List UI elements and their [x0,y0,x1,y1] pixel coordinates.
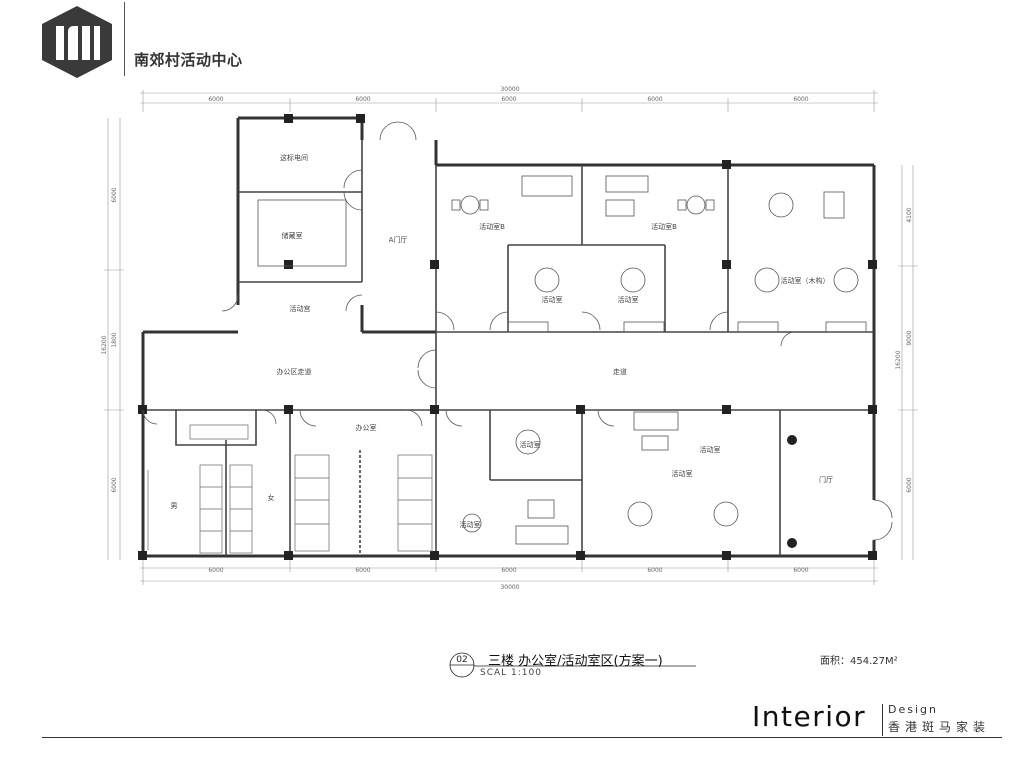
dim-right-total: 16200 [895,350,902,369]
dim-bottom-2: 6000 [355,567,370,574]
plan-scale: SCAL 1:100 [480,668,542,678]
room-label-9: 活动室 [618,295,639,304]
room-label-3: A门厅 [389,235,408,244]
room-label-18: 活动室 [700,445,721,454]
plan-area: 面积：454.27M² [820,656,898,667]
dim-right-mid: 9000 [906,330,913,345]
room-label-19: 门厅 [819,475,833,484]
brand-design-text: Design [888,703,938,716]
dim-bottom-1: 6000 [208,567,223,574]
dim-bottom-3: 6000 [501,567,516,574]
brand-logo [42,6,112,78]
dim-top-4: 6000 [647,96,662,103]
dim-bottom-5: 6000 [793,567,808,574]
room-label-17: 活动室 [672,469,693,478]
room-label-13: 女 [268,493,275,502]
caption-number: 02 [456,655,467,665]
header-divider [124,2,125,76]
room-label-11: 走道 [613,367,627,376]
dim-left-total: 16200 [101,335,108,354]
brand-divider [882,704,883,736]
dim-right-top: 4100 [906,207,913,222]
bottom-rule [42,737,1002,738]
dim-left-top: 6000 [111,187,118,202]
dim-top-3: 6000 [501,96,516,103]
dim-top-5: 6000 [793,96,808,103]
room-label-7: 活动室（木构） [781,276,830,285]
room-label-1: 这标电间 [280,153,308,162]
dim-total-bottom: 30000 [500,584,519,591]
room-label-5: 活动室B [479,222,505,231]
room-label-15: 活动室 [520,440,541,449]
dim-top-1: 6000 [208,96,223,103]
dim-right-bottom: 6000 [906,477,913,492]
room-label-8: 活动室 [542,295,563,304]
dim-left-bottom: 6000 [111,477,118,492]
room-label-10: 办公区走道 [277,367,312,376]
room-label-16: 活动室 [460,520,481,529]
plan-caption-title: 三楼 办公室/活动室区(方案一) [488,654,663,669]
dim-total-top: 30000 [500,86,519,93]
room-label-4: 活动宫 [290,304,311,313]
room-label-12: 男 [171,502,178,510]
brand-interior-text: Interior [752,700,867,733]
room-label-14: 办公室 [356,423,377,432]
dim-left-mid: 1800 [111,332,118,347]
room-label-2: 储藏室 [282,231,303,240]
room-label-6: 活动室B [651,222,677,231]
page-title: 南郊村活动中心 [134,51,243,69]
dim-top-2: 6000 [355,96,370,103]
brand-chinese-text: 香港斑马家装 [888,720,991,734]
dim-bottom-4: 6000 [647,567,662,574]
